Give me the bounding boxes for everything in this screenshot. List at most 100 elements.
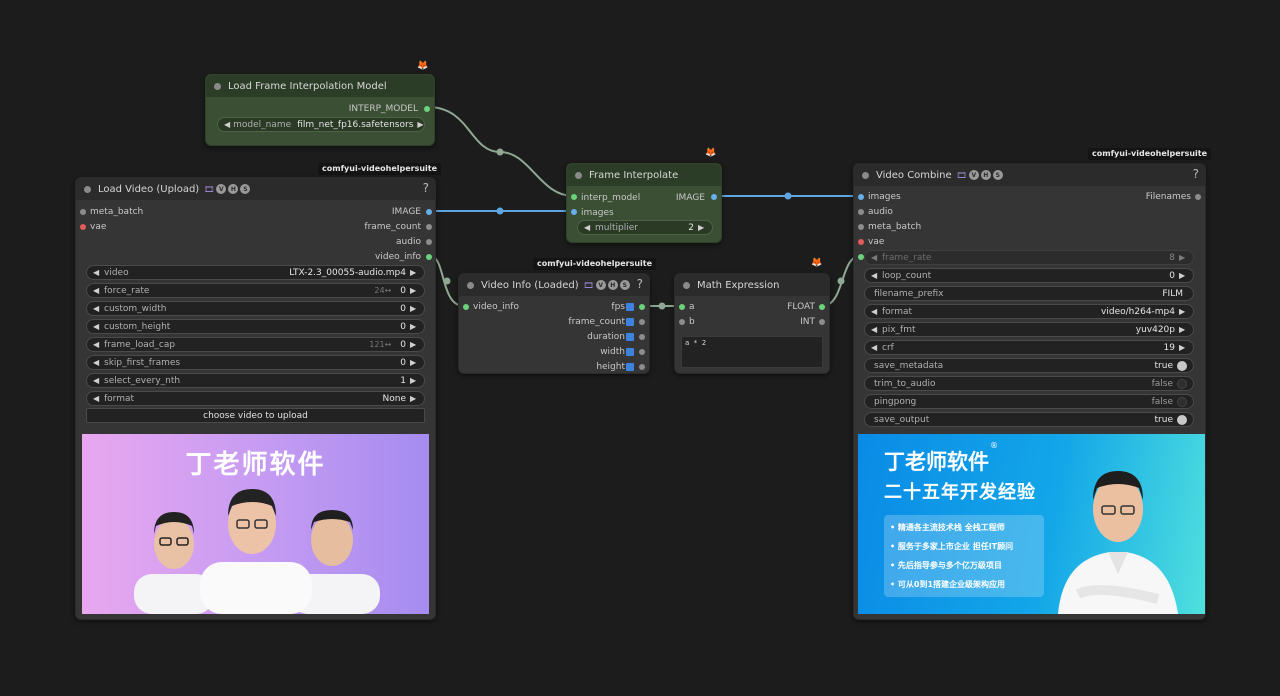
crf-widget[interactable]: ◀ crf 19 ▶ bbox=[864, 340, 1194, 355]
arrow-right-icon[interactable]: ▶ bbox=[410, 394, 417, 403]
arrow-left-icon[interactable]: ◀ bbox=[93, 394, 100, 403]
collapse-dot-icon[interactable] bbox=[862, 172, 869, 179]
arrow-left-icon[interactable]: ◀ bbox=[93, 286, 100, 295]
format-widget[interactable]: ◀ format None ▶ bbox=[86, 391, 425, 406]
toggle-off-icon[interactable] bbox=[1177, 378, 1187, 389]
multiplier-widget[interactable]: ◀ multiplier 2 ▶ bbox=[577, 220, 713, 235]
node-video-combine[interactable]: Video Combine 🎞 V H S ? images audio met… bbox=[853, 163, 1206, 620]
format-widget[interactable]: ◀ format video/h264-mp4 ▶ bbox=[864, 304, 1194, 319]
input-a-slot[interactable] bbox=[679, 304, 685, 310]
model-name-widget[interactable]: ◀ model_name film_net_fp16.safetensors ▶ bbox=[217, 117, 425, 132]
input-images-slot[interactable] bbox=[858, 194, 864, 200]
collapse-dot-icon[interactable] bbox=[467, 282, 474, 289]
arrow-left-icon[interactable]: ◀ bbox=[871, 325, 878, 334]
node-title-bar[interactable]: Math Expression bbox=[675, 274, 829, 296]
custom-width-widget[interactable]: ◀ custom_width 0 ▶ bbox=[86, 301, 425, 316]
output-filenames-slot[interactable] bbox=[1195, 194, 1201, 200]
arrow-right-icon[interactable]: ▶ bbox=[410, 286, 417, 295]
output-image-slot[interactable] bbox=[711, 194, 717, 200]
input-audio-slot[interactable] bbox=[858, 209, 864, 215]
help-icon[interactable]: ? bbox=[1192, 167, 1199, 181]
output-frame-count-slot[interactable] bbox=[426, 224, 432, 230]
input-meta-batch-slot[interactable] bbox=[858, 224, 864, 230]
arrow-left-icon[interactable]: ◀ bbox=[584, 223, 591, 232]
input-meta-batch-slot[interactable] bbox=[80, 209, 86, 215]
arrow-left-icon[interactable]: ◀ bbox=[871, 343, 878, 352]
choose-video-button[interactable]: choose video to upload bbox=[86, 408, 425, 423]
loop-count-widget[interactable]: ◀ loop_count 0 ▶ bbox=[864, 268, 1194, 283]
arrow-right-icon[interactable]: ▶ bbox=[1179, 307, 1186, 316]
output-width-slot[interactable] bbox=[639, 349, 645, 355]
collapse-dot-icon[interactable] bbox=[214, 83, 221, 90]
frame-load-cap-widget[interactable]: ◀ frame_load_cap 121↔ 0 ▶ bbox=[86, 337, 425, 352]
video-widget[interactable]: ◀ video LTX-2.3_00055-audio.mp4 ▶ bbox=[86, 265, 425, 280]
arrow-right-icon[interactable]: ▶ bbox=[1179, 343, 1186, 352]
collapse-dot-icon[interactable] bbox=[575, 172, 582, 179]
video-preview[interactable]: 丁老师软件 bbox=[82, 434, 429, 614]
node-title-bar[interactable]: Video Info (Loaded) 🎞 V H S bbox=[459, 274, 649, 296]
input-vae-slot[interactable] bbox=[858, 239, 864, 245]
node-title-bar[interactable]: Load Video (Upload) 🎞 V H S bbox=[76, 178, 435, 200]
node-frame-interpolate[interactable]: Frame Interpolate interp_model images IM… bbox=[566, 163, 722, 243]
output-interp-model-slot[interactable] bbox=[424, 106, 430, 112]
node-video-info-loaded[interactable]: Video Info (Loaded) 🎞 V H S ? video_info… bbox=[458, 273, 650, 374]
arrow-right-icon[interactable]: ▶ bbox=[410, 304, 417, 313]
arrow-right-icon[interactable]: ▶ bbox=[410, 268, 417, 277]
help-icon[interactable]: ? bbox=[422, 181, 429, 195]
arrow-right-icon[interactable]: ▶ bbox=[410, 358, 417, 367]
output-video-info-slot[interactable] bbox=[426, 254, 432, 260]
collapse-dot-icon[interactable] bbox=[683, 282, 690, 289]
arrow-left-icon[interactable]: ◀ bbox=[93, 322, 100, 331]
pix-fmt-widget[interactable]: ◀ pix_fmt yuv420p ▶ bbox=[864, 322, 1194, 337]
toggle-on-icon[interactable] bbox=[1177, 414, 1187, 425]
pingpong-toggle[interactable]: pingpong false bbox=[864, 394, 1194, 409]
output-float-slot[interactable] bbox=[819, 304, 825, 310]
output-frame-count-slot[interactable] bbox=[639, 319, 645, 325]
input-images-slot[interactable] bbox=[571, 209, 577, 215]
toggle-on-icon[interactable] bbox=[1177, 360, 1187, 371]
input-interp-model-slot[interactable] bbox=[571, 194, 577, 200]
output-duration-slot[interactable] bbox=[639, 334, 645, 340]
save-metadata-toggle[interactable]: save_metadata true bbox=[864, 358, 1194, 373]
filename-prefix-widget[interactable]: filename_prefix FILM bbox=[864, 286, 1194, 301]
output-image-slot[interactable] bbox=[426, 209, 432, 215]
input-vae-slot[interactable] bbox=[80, 224, 86, 230]
collapse-dot-icon[interactable] bbox=[84, 186, 91, 193]
input-frame-rate-slot[interactable] bbox=[858, 254, 864, 260]
output-height-slot[interactable] bbox=[639, 364, 645, 370]
arrow-right-icon[interactable]: ▶ bbox=[410, 322, 417, 331]
arrow-left-icon[interactable]: ◀ bbox=[871, 307, 878, 316]
input-b-slot[interactable] bbox=[679, 319, 685, 325]
arrow-left-icon[interactable]: ◀ bbox=[224, 120, 231, 129]
select-every-nth-widget[interactable]: ◀ select_every_nth 1 ▶ bbox=[86, 373, 425, 388]
arrow-left-icon[interactable]: ◀ bbox=[93, 340, 100, 349]
node-math-expression[interactable]: Math Expression a b FLOAT INT a * 2 bbox=[674, 273, 830, 374]
help-icon[interactable]: ? bbox=[636, 277, 643, 291]
input-video-info-slot[interactable] bbox=[463, 304, 469, 310]
output-int-slot[interactable] bbox=[819, 319, 825, 325]
node-load-frame-interpolation-model[interactable]: Load Frame Interpolation Model INTERP_MO… bbox=[205, 74, 435, 146]
output-fps-slot[interactable] bbox=[639, 304, 645, 310]
custom-height-widget[interactable]: ◀ custom_height 0 ▶ bbox=[86, 319, 425, 334]
arrow-left-icon[interactable]: ◀ bbox=[93, 376, 100, 385]
arrow-right-icon[interactable]: ▶ bbox=[410, 376, 417, 385]
trim-to-audio-toggle[interactable]: trim_to_audio false bbox=[864, 376, 1194, 391]
output-audio-slot[interactable] bbox=[426, 239, 432, 245]
skip-first-frames-widget[interactable]: ◀ skip_first_frames 0 ▶ bbox=[86, 355, 425, 370]
arrow-left-icon[interactable]: ◀ bbox=[871, 253, 878, 262]
toggle-off-icon[interactable] bbox=[1177, 396, 1187, 407]
arrow-right-icon[interactable]: ▶ bbox=[1179, 253, 1186, 262]
node-title-bar[interactable]: Video Combine 🎞 V H S bbox=[854, 164, 1205, 186]
arrow-right-icon[interactable]: ▶ bbox=[1179, 325, 1186, 334]
force-rate-widget[interactable]: ◀ force_rate 24↔ 0 ▶ bbox=[86, 283, 425, 298]
arrow-right-icon[interactable]: ▶ bbox=[1179, 271, 1186, 280]
arrow-right-icon[interactable]: ▶ bbox=[417, 120, 424, 129]
node-title-bar[interactable]: Load Frame Interpolation Model bbox=[206, 75, 434, 97]
node-title-bar[interactable]: Frame Interpolate bbox=[567, 164, 721, 186]
save-output-toggle[interactable]: save_output true bbox=[864, 412, 1194, 427]
output-video-preview[interactable]: 丁老师软件 ® 二十五年开发经验 • 精通各主流技术栈 全栈工程师 • 服务于多… bbox=[858, 434, 1205, 614]
arrow-right-icon[interactable]: ▶ bbox=[410, 340, 417, 349]
arrow-left-icon[interactable]: ◀ bbox=[93, 268, 100, 277]
expression-textarea[interactable]: a * 2 bbox=[681, 336, 823, 368]
frame-rate-widget[interactable]: ◀ frame_rate 8 ▶ bbox=[864, 250, 1194, 265]
